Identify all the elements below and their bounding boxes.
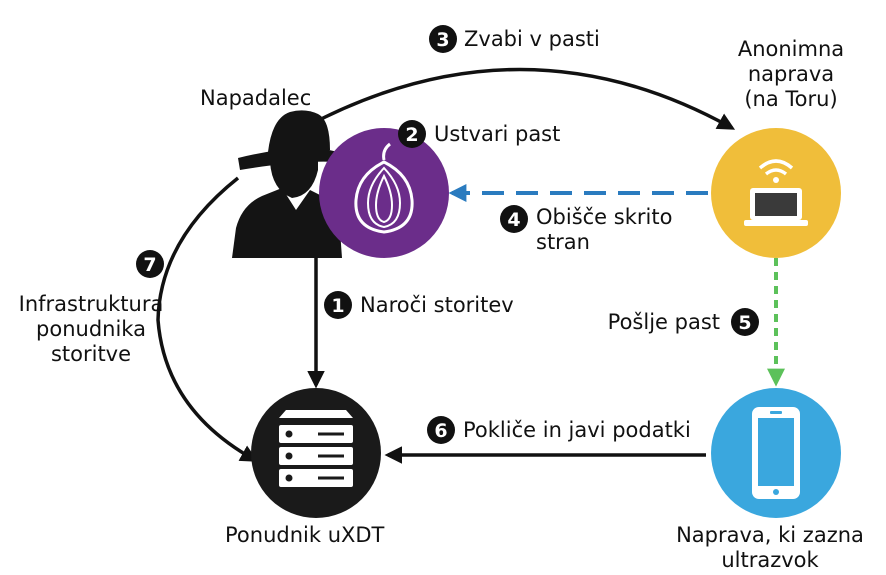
step1-label: Naroči storitev <box>360 293 514 317</box>
step-badge-3: 3 <box>429 25 457 53</box>
arrow-step3 <box>299 67 736 132</box>
attacker-label: Napadalec <box>200 86 312 110</box>
svg-text:5: 5 <box>738 312 751 334</box>
step6-label: Pokliče in javi podatki <box>463 418 691 442</box>
svg-text:4: 4 <box>507 209 520 231</box>
svg-text:7: 7 <box>143 254 156 276</box>
step2-label: Ustvari past <box>434 122 561 146</box>
step5-label: Pošlje past <box>607 310 720 334</box>
server-icon <box>251 388 381 518</box>
step-badge-4: 4 <box>500 205 528 233</box>
step-badge-5: 5 <box>731 308 759 336</box>
smartphone-icon <box>711 388 841 518</box>
step3-label: Zvabi v pasti <box>464 27 600 51</box>
step-badge-6: 6 <box>427 416 455 444</box>
provider-label: Ponudnik uXDT <box>225 523 385 547</box>
step-badge-7: 7 <box>136 250 164 278</box>
tor-onion-icon <box>319 128 449 258</box>
svg-text:6: 6 <box>434 420 447 442</box>
svg-text:1: 1 <box>331 295 344 317</box>
step-badge-2: 2 <box>398 120 426 148</box>
hacker-silhouette-icon <box>232 110 342 258</box>
step7-label: Infrastruktura ponudnika storitve <box>18 292 164 366</box>
laptop-wifi-icon <box>711 128 841 258</box>
anon-device-label: Anonimna naprava (na Toru) <box>737 37 845 111</box>
step4-label: Obišče skrito stran <box>536 205 673 254</box>
step-badge-1: 1 <box>324 291 352 319</box>
svg-text:3: 3 <box>436 29 449 51</box>
svg-text:2: 2 <box>405 124 418 146</box>
ultrasound-device-label: Naprava, ki zazna ultrazvok <box>676 523 864 572</box>
arrow-step7 <box>156 176 259 462</box>
